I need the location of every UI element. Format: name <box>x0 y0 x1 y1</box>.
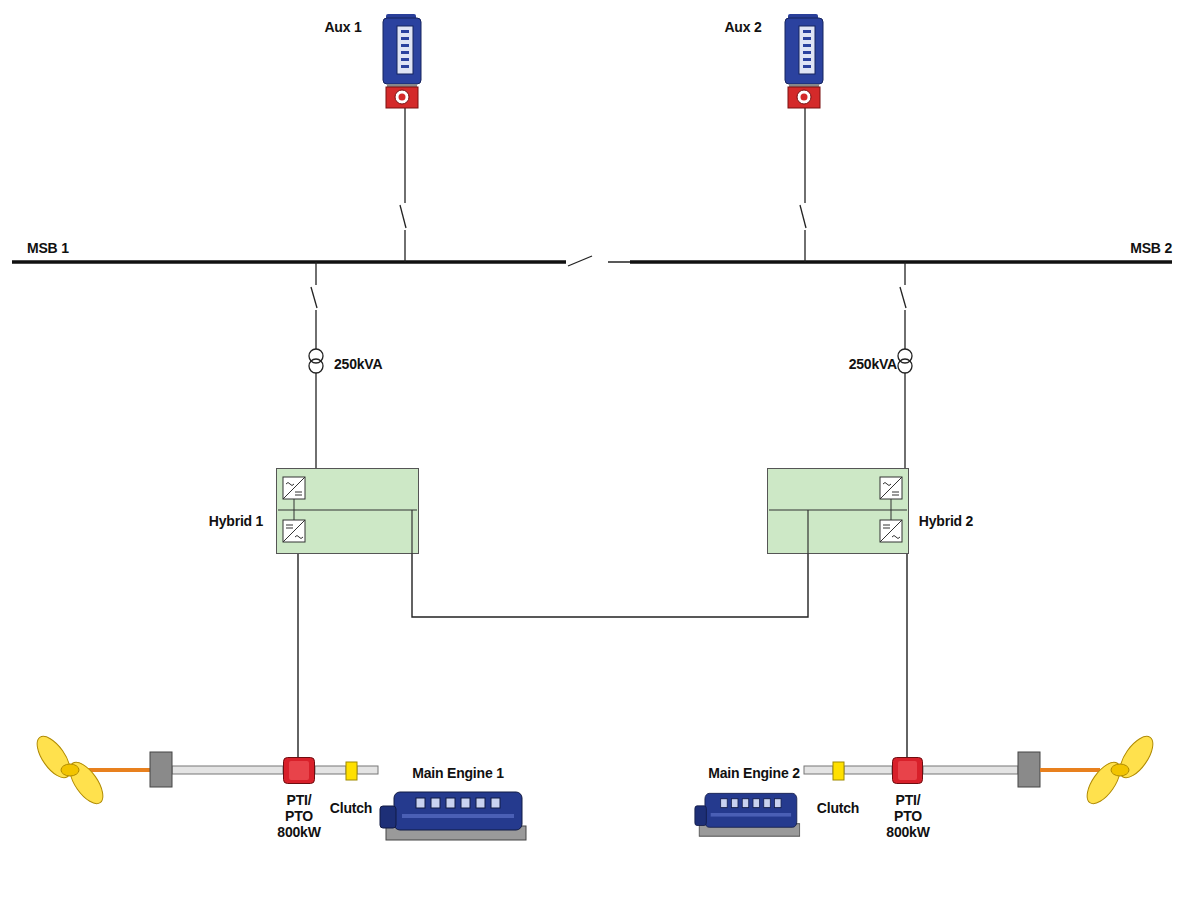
clutch-symbol <box>833 762 844 780</box>
pti-pto-machine: PTI/ PTO 800kW <box>283 757 315 784</box>
propeller-shaft <box>88 768 150 772</box>
wire <box>904 373 905 468</box>
node-label: Hybrid 2 <box>919 513 973 529</box>
shaft <box>315 766 346 774</box>
wire <box>315 262 316 285</box>
breaker-symbol <box>800 205 806 228</box>
wire <box>404 230 405 262</box>
breaker-symbol <box>400 205 406 228</box>
transformer-rating: 250kVA <box>849 356 897 372</box>
bus-tie-breaker <box>568 256 592 266</box>
wire <box>904 310 905 349</box>
wire <box>315 373 316 468</box>
breaker-symbol <box>900 287 906 308</box>
hybrid-converter-box: Hybrid 1 <box>276 468 419 554</box>
shaft <box>172 766 283 774</box>
node-label: Main Engine 2 <box>708 765 800 781</box>
converter-symbol <box>880 520 902 542</box>
pti-pto-machine: PTI/ PTO 800kW <box>892 757 923 784</box>
bus-bar <box>12 260 566 264</box>
node-label: PTI/ PTO 800kW <box>885 792 931 840</box>
main-engine-shape <box>376 786 532 842</box>
pti-pto-machine-shape <box>283 757 315 784</box>
node-label: Aux 1 <box>324 19 361 35</box>
transformer-symbol <box>309 359 323 373</box>
node-label: Main Engine 1 <box>412 765 504 781</box>
hybrid-converter-box-shape <box>767 468 909 554</box>
generator-icon: Aux 1 <box>380 14 424 108</box>
converter-symbol <box>880 477 902 499</box>
wiring <box>12 108 1172 468</box>
main-engine: Main Engine 1 <box>376 786 532 842</box>
power-cable <box>906 554 907 757</box>
shaft-bearing <box>1018 752 1040 787</box>
converter-symbol <box>283 477 305 499</box>
main-engine: Main Engine 2 <box>692 788 804 838</box>
clutch-label: Clutch <box>330 800 372 816</box>
pti-pto-machine-shape <box>892 757 923 784</box>
main-engine-shape <box>692 788 804 838</box>
shaft-bearing <box>150 752 172 787</box>
bus-name: MSB 2 <box>1130 240 1172 256</box>
clutch-symbol <box>346 762 357 780</box>
converter-symbol <box>283 520 305 542</box>
wire <box>404 108 405 203</box>
power-cable <box>412 554 808 617</box>
clutch-label: Clutch <box>817 800 859 816</box>
bus-tie-breaker <box>608 261 630 263</box>
wire <box>904 262 905 285</box>
wire <box>315 310 316 349</box>
wire <box>804 230 805 262</box>
node-label: Hybrid 1 <box>209 513 263 529</box>
generator-icon-shape <box>380 14 424 108</box>
shaft <box>804 766 833 774</box>
shaft <box>923 766 1018 774</box>
shaft <box>844 766 892 774</box>
power-cable <box>297 554 298 757</box>
hybrid-converter-box: Hybrid 2 <box>767 468 909 554</box>
bus-bar <box>630 260 1172 264</box>
transformer-symbol <box>898 359 912 373</box>
propeller-shaft <box>1040 768 1100 772</box>
propeller <box>31 731 109 809</box>
shaft <box>357 766 378 774</box>
wire <box>804 108 805 203</box>
node-label: PTI/ PTO 800kW <box>276 792 322 840</box>
hybrid-converter-box-shape <box>276 468 419 554</box>
node-label: Aux 2 <box>724 19 761 35</box>
shaft-line <box>88 752 1100 787</box>
generator-icon: Aux 2 <box>782 14 826 108</box>
breaker-symbol <box>311 287 317 308</box>
propeller <box>1081 731 1159 809</box>
generator-icon-shape <box>782 14 826 108</box>
transformer-rating: 250kVA <box>334 356 382 372</box>
bus-name: MSB 1 <box>27 240 69 256</box>
